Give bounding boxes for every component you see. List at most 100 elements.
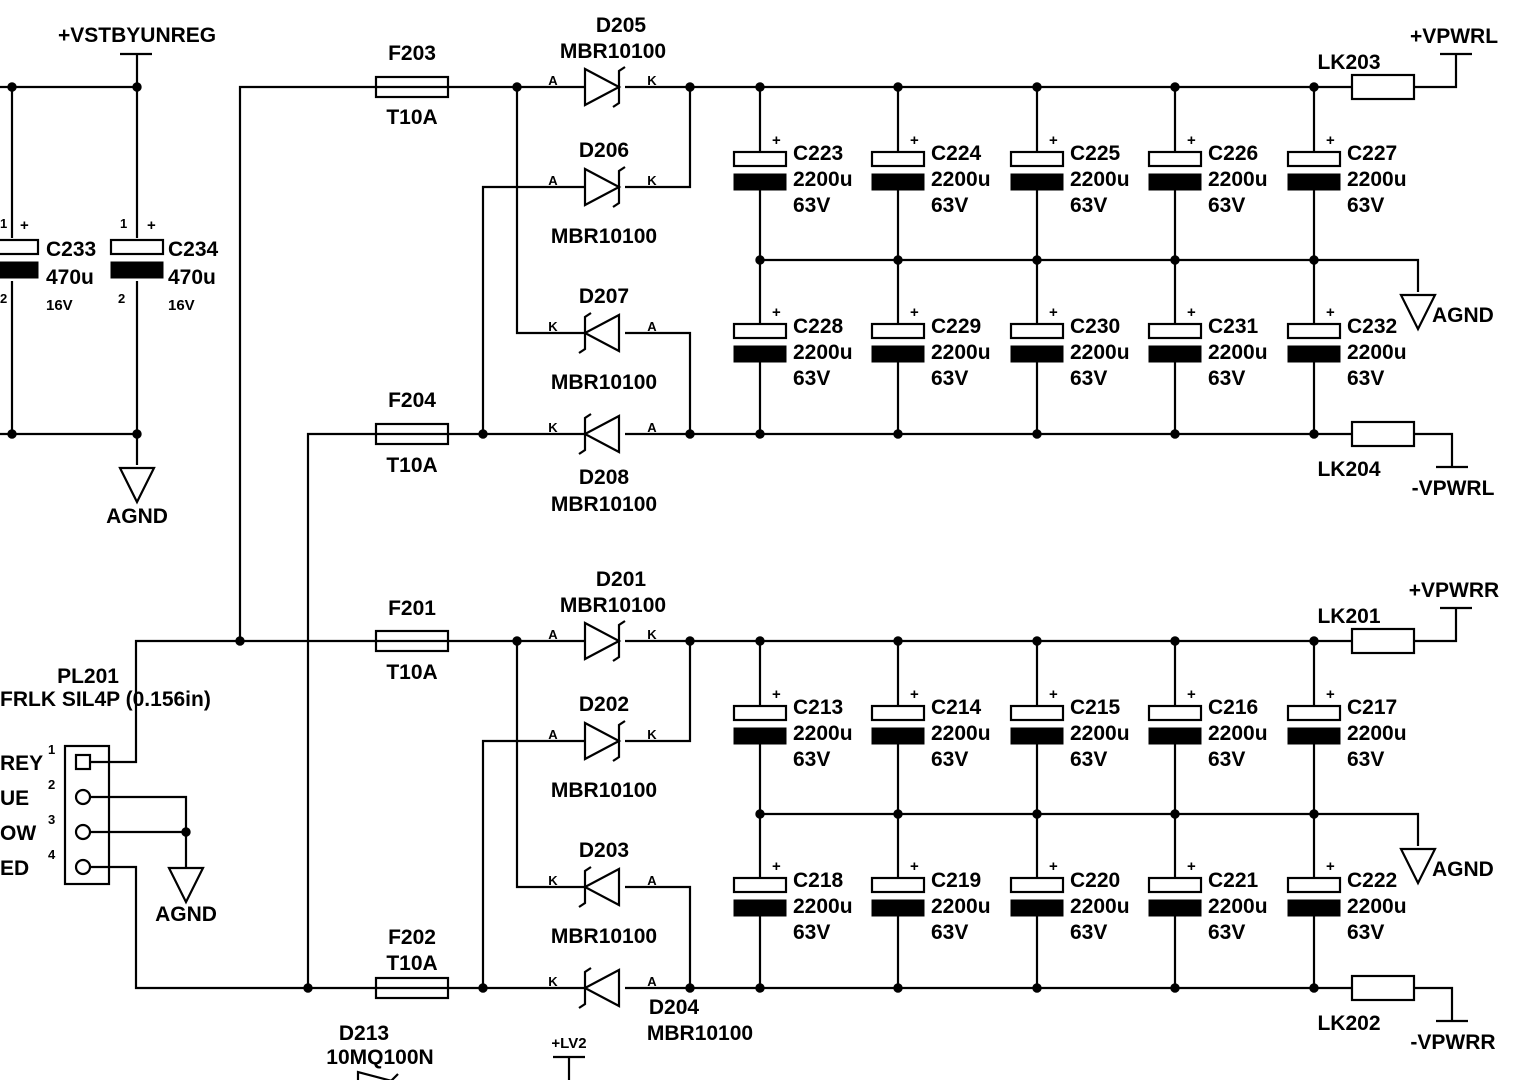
- link-body: [1350, 974, 1416, 1002]
- net-label-positive: +VPWRR: [1409, 579, 1499, 602]
- cap-plate-negative: [1010, 899, 1064, 917]
- wire: [515, 87, 585, 335]
- cap-value: 2200u: [1347, 168, 1407, 191]
- cap-voltage: 63V: [1070, 367, 1107, 390]
- link-ref: LK201: [1317, 605, 1380, 628]
- junction-dot: [755, 255, 765, 265]
- fuse-value: T10A: [386, 106, 437, 129]
- connector-pin-number: 1: [48, 742, 55, 757]
- wire: [515, 641, 585, 889]
- diode-cathode-bar: [390, 1073, 399, 1080]
- diode-pin-label: A: [548, 727, 558, 742]
- cap-voltage: 63V: [793, 921, 830, 944]
- cap-value: 2200u: [1208, 895, 1268, 918]
- junction-dot: [132, 82, 142, 92]
- cap-voltage: 63V: [1347, 921, 1384, 944]
- cap-plus: +: [147, 217, 156, 234]
- cap-plate-positive: [870, 322, 926, 340]
- junction-dot: [755, 809, 765, 819]
- cap-voltage: 63V: [1208, 367, 1245, 390]
- link-ref: LK204: [1317, 458, 1380, 481]
- cap-plate-negative: [1287, 173, 1341, 191]
- junction-dot: [478, 429, 488, 439]
- diode-pin-label: K: [548, 873, 558, 888]
- junction-dot: [685, 983, 695, 993]
- cap-plate-positive: [732, 150, 788, 168]
- diode-pin-label: K: [548, 319, 558, 334]
- wire: [760, 258, 1420, 292]
- cap-ref: C230: [1070, 315, 1120, 338]
- junction-dot: [512, 636, 522, 646]
- cap-ref: C214: [931, 696, 982, 719]
- connector-ref: PL201: [57, 665, 119, 688]
- diode-pin-label: K: [548, 974, 558, 989]
- cap-plate-positive: [1009, 704, 1065, 722]
- cap-ref: C223: [793, 142, 843, 165]
- diode-pin-label: K: [647, 173, 657, 188]
- diode-pin-label: K: [647, 73, 657, 88]
- connector-pin-round: [74, 823, 92, 841]
- cap-pin2: 2: [118, 291, 125, 306]
- diode-pin-label: K: [548, 420, 558, 435]
- cap-value: 2200u: [1347, 722, 1407, 745]
- cap-plus: +: [910, 858, 919, 875]
- cap-ref: C224: [931, 142, 982, 165]
- junction-dot: [893, 809, 903, 819]
- cap-plate-positive: [1286, 704, 1342, 722]
- cap-plate-negative: [1148, 173, 1202, 191]
- cap-pin1: 1: [0, 216, 7, 231]
- cap-value: 2200u: [1070, 895, 1130, 918]
- cap-value: 2200u: [1208, 168, 1268, 191]
- agnd-symbol: [118, 466, 156, 505]
- wire: [1414, 432, 1454, 467]
- cap-plate-positive: [1147, 150, 1203, 168]
- cap-plus: +: [20, 217, 29, 234]
- connector-pin-square: [74, 753, 92, 771]
- cap-voltage: 63V: [1070, 921, 1107, 944]
- cap-plate-positive: [732, 322, 788, 340]
- cap-plus: +: [1187, 686, 1196, 703]
- diode-pin-label: K: [647, 627, 657, 642]
- cap-plus: +: [1187, 304, 1196, 321]
- cap-voltage: 63V: [793, 748, 830, 771]
- cap-ref: C228: [793, 315, 844, 338]
- junction-dot: [1032, 809, 1042, 819]
- diode-ref: D213: [339, 1022, 389, 1045]
- diode-cathode-bar: [612, 620, 626, 662]
- diode-cathode-bar: [612, 720, 626, 762]
- diode-pin-label: K: [647, 727, 657, 742]
- diode-triangle: [583, 721, 622, 761]
- connector-wire-color: ED: [0, 857, 29, 880]
- cap-plate-negative: [1010, 345, 1064, 363]
- diode-pin-label: A: [548, 627, 558, 642]
- agnd-label: AGND: [106, 505, 168, 528]
- diode-cathode-bar: [578, 967, 592, 1009]
- connector-part: FRLK SIL4P (0.156in): [0, 688, 211, 711]
- cap-value: 2200u: [1347, 341, 1407, 364]
- cap-plate-negative: [1287, 345, 1341, 363]
- cap-value: 2200u: [1208, 722, 1268, 745]
- cap-voltage: 63V: [1347, 367, 1384, 390]
- diode-ref: D206: [579, 139, 629, 162]
- cap-plate-negative: [1148, 899, 1202, 917]
- cap-voltage: 63V: [793, 367, 830, 390]
- agnd-label: AGND: [1432, 304, 1494, 327]
- cap-value: 2200u: [1347, 895, 1407, 918]
- agnd-label: AGND: [1432, 858, 1494, 881]
- link-body: [1350, 420, 1416, 448]
- diode-triangle: [583, 167, 622, 207]
- junction-dot: [7, 82, 17, 92]
- agnd-symbol: [1399, 847, 1437, 886]
- cap-ref: C225: [1070, 142, 1121, 165]
- cap-plate-positive: [0, 238, 40, 256]
- connector-pin-round: [74, 788, 92, 806]
- cap-plate-positive: [1009, 322, 1065, 340]
- junction-dot: [685, 429, 695, 439]
- cap-value: 2200u: [793, 168, 853, 191]
- agnd-symbol: [1399, 293, 1437, 332]
- cap-plus: +: [910, 132, 919, 149]
- cap-plus: +: [1187, 858, 1196, 875]
- cap-value: 2200u: [931, 341, 991, 364]
- cap-value: 2200u: [1070, 168, 1130, 191]
- diode-part: MBR10100: [560, 594, 666, 617]
